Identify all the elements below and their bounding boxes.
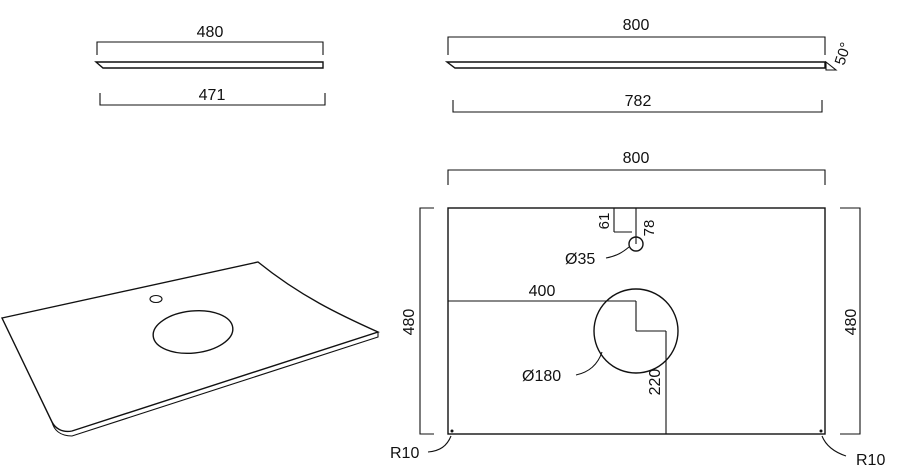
dim-line-480-left: [419, 207, 434, 435]
dim-line-480-right: [840, 207, 861, 435]
bevel-angle-mark: [825, 60, 838, 71]
slab-profile-small: [94, 61, 324, 69]
perspective-view: [0, 261, 380, 437]
leader-basin: [575, 351, 603, 376]
dim-line-800-plan: [447, 169, 826, 185]
dim-line-480: [96, 41, 324, 55]
corner-mark-right: [819, 429, 823, 433]
dim-label-800-top: 800: [623, 17, 650, 34]
dim-line-800-top: [447, 36, 826, 55]
dim-label-471: 471: [199, 87, 226, 104]
dim-label-r10-left: R10: [390, 445, 419, 462]
plan-view: 800 480 480 61 78 Ø35 400 220 Ø180: [390, 150, 885, 469]
basin-hole: [152, 310, 234, 354]
dim-label-tap-diameter: Ø35: [565, 251, 595, 268]
side-view-small: 480 471: [94, 24, 326, 106]
slab-profile-large: [444, 61, 826, 69]
leader-r10-left: [427, 435, 452, 453]
dim-label-782: 782: [625, 93, 652, 110]
bevel-angle-label: 50°: [832, 40, 855, 67]
countertop-front-edge: [51, 332, 379, 437]
dim-label-220: 220: [647, 369, 664, 396]
dim-label-480: 480: [197, 24, 224, 41]
corner-mark-left: [450, 429, 454, 433]
dim-label-480-right: 480: [843, 309, 860, 336]
dim-label-basin-diameter: Ø180: [522, 368, 561, 385]
dim-label-480-left: 480: [401, 309, 418, 336]
dim-label-400: 400: [529, 283, 556, 300]
dim-label-800-plan: 800: [623, 150, 650, 167]
tap-hole: [149, 294, 163, 304]
dim-line-471: [99, 93, 326, 106]
dim-label-78: 78: [641, 220, 658, 237]
side-view-large: 800 50° 782: [444, 17, 855, 113]
dim-label-61: 61: [596, 213, 613, 230]
leader-r10-right: [821, 435, 847, 457]
tap-hole-plan: [628, 236, 644, 252]
dim-line-782: [452, 100, 823, 113]
basin-cutout: [593, 288, 679, 374]
leader-tap-hole: [605, 246, 630, 259]
dim-label-r10-right: R10: [856, 452, 885, 469]
countertop-outline: [0, 261, 380, 433]
